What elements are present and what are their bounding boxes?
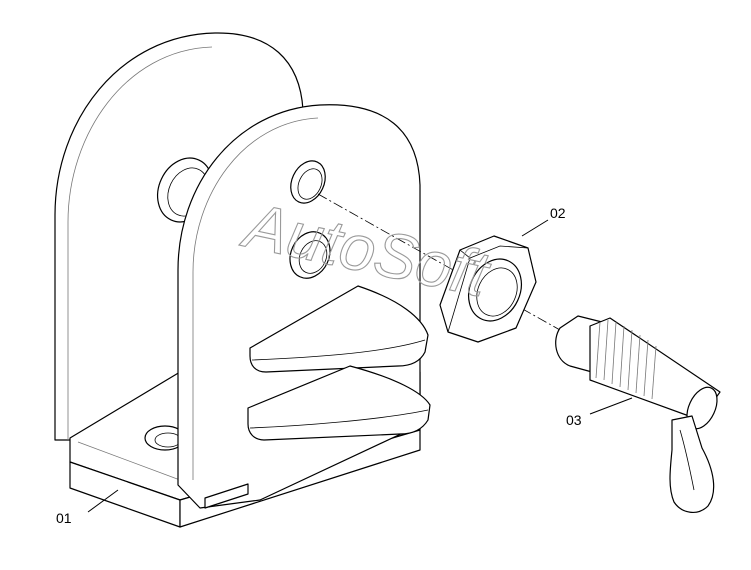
threaded-pin-part[interactable] [555, 315, 723, 513]
leader-line-03 [589, 397, 633, 415]
thread-lines [595, 319, 657, 400]
hex-nut-part[interactable] [439, 235, 537, 343]
leader-line-02 [521, 219, 549, 237]
part-label-01: 01 [56, 510, 72, 526]
bracket-part[interactable] [54, 32, 431, 528]
part-label-02: 02 [550, 205, 566, 221]
part-label-03: 03 [566, 412, 582, 428]
leader-line-01 [87, 489, 119, 513]
